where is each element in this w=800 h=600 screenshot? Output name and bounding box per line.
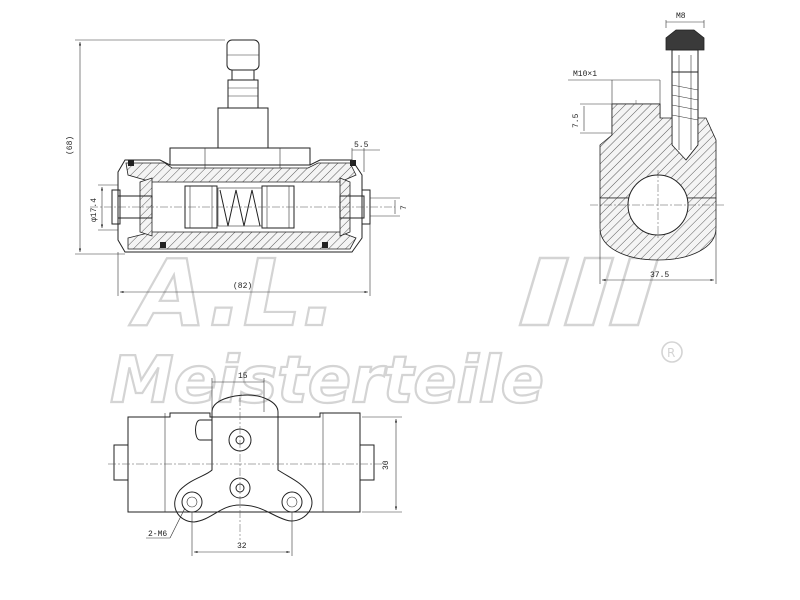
top-view-body: [127, 412, 361, 513]
dim-15-label: 15: [238, 372, 248, 381]
watermark: A.L. Meisterteile R: [109, 239, 683, 419]
dim-bore-label: φ17.4: [90, 198, 99, 222]
end-cap-right: [359, 444, 375, 481]
dim-height-label: (68): [66, 136, 75, 155]
watermark-logo: A.L.: [129, 240, 336, 347]
dimension-m8: M8: [665, 12, 705, 28]
dim-30-label: 30: [382, 460, 391, 470]
front-section-view: (68) φ17.4 5.5 7 (82): [66, 39, 409, 296]
dimension-7-5: 7.5: [572, 103, 612, 134]
registered-mark: R: [667, 346, 675, 360]
seal-right: [322, 242, 328, 248]
dim-2m6-label: 2-M6: [148, 530, 167, 539]
end-cap-left: [113, 444, 129, 481]
housing-upper: [599, 103, 717, 199]
mount-hole-left: [181, 491, 203, 513]
dimension-length: (82): [117, 224, 371, 296]
side-section-view: M8 M10×1 7.5 37.5: [568, 12, 726, 284]
dimension-37-5: 37.5: [599, 230, 717, 284]
watermark-brand: Meisterteile: [110, 344, 544, 418]
top-view: 15 30 32 2-M6: [108, 372, 402, 556]
dim-32-label: 32: [237, 542, 247, 551]
dimension-m10: M10×1: [568, 70, 661, 104]
dim-m10-label: M10×1: [573, 70, 597, 79]
registered-circle: [661, 341, 683, 363]
mount-hole-right: [281, 491, 303, 513]
watermark-stripes: [518, 256, 660, 327]
seal-left: [160, 242, 166, 248]
mounting-flange: [174, 394, 313, 523]
dim-37-5-label: 37.5: [650, 271, 669, 280]
dim-7-label: 7: [400, 205, 409, 210]
dim-7-5-label: 7.5: [572, 113, 581, 128]
cylinder-body: [117, 159, 363, 253]
dim-5-5-label: 5.5: [354, 141, 369, 150]
dimension-7: 7: [370, 197, 409, 217]
dim-m8-label: M8: [676, 12, 686, 21]
dimension-30: 30: [362, 416, 402, 513]
bleeder-valve: [217, 39, 269, 149]
dimension-15: 15: [211, 372, 265, 412]
dimension-bore: φ17.4: [90, 184, 118, 231]
dimension-32: 32: [191, 512, 293, 556]
dimension-2m6: 2-M6: [146, 507, 186, 539]
dimension-height: (68): [66, 39, 225, 255]
dimension-5-5: 5.5: [351, 141, 380, 172]
dim-length-label: (82): [233, 282, 252, 291]
